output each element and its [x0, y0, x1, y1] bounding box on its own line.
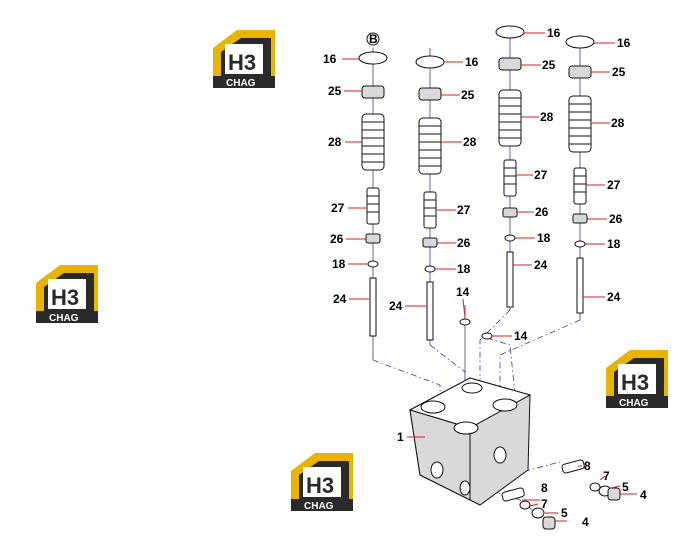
spring-27 [573, 167, 587, 205]
check-valve-8 [501, 487, 525, 502]
spring-27 [366, 187, 380, 225]
marker-circle [366, 32, 380, 46]
callout-label: 28 [611, 116, 625, 130]
logo-name: CHAG [304, 501, 334, 512]
spring-seat-25 [568, 65, 592, 79]
callout-label: 5 [561, 506, 568, 520]
spring-28 [568, 95, 592, 153]
callout-label: 26 [535, 205, 549, 219]
washer-26 [365, 233, 381, 244]
callout-label: 5 [622, 480, 629, 494]
callout-label: 25 [328, 84, 342, 98]
callout-label: 1 [397, 430, 404, 444]
callout-label: 14 [456, 285, 470, 299]
callout-label: 27 [331, 201, 345, 215]
spring-seat-25 [418, 87, 442, 101]
washer-26 [502, 207, 518, 218]
callout-label: 27 [534, 168, 548, 182]
brand-logo: H3 CHAG [213, 30, 275, 89]
spring-seat-25 [361, 85, 385, 99]
o-ring-16 [495, 25, 525, 39]
plug-4 [607, 487, 621, 501]
callout-label: 7 [541, 497, 548, 511]
o-ring-18 [424, 265, 436, 273]
leader-lines [342, 32, 637, 522]
spool-24 [506, 251, 514, 308]
spring-27 [503, 159, 517, 197]
callout-label: 14 [514, 329, 528, 343]
spool-stack-2 [415, 55, 445, 341]
callout-label: 16 [465, 55, 479, 69]
washer-5 [531, 507, 545, 519]
callout-label: 16 [617, 36, 631, 50]
spool-24 [369, 277, 377, 337]
o-ring-14 [459, 318, 471, 326]
spool-stack-4 [565, 35, 595, 314]
o-ring-7 [519, 500, 531, 510]
callout-label: 26 [457, 236, 471, 250]
callout-label: 4 [640, 488, 647, 502]
logo-name: CHAG [226, 78, 256, 89]
spring-27 [423, 191, 437, 229]
callout-label: 8 [584, 459, 591, 473]
callout-labels: 16 25 28 27 26 18 24 16 25 28 27 26 18 2… [323, 26, 647, 529]
callout-label: 27 [457, 203, 471, 217]
logo-name: CHAG [49, 313, 79, 324]
o-ring-18 [367, 260, 379, 268]
b-marker: B [369, 32, 378, 46]
spool-stack-1: B [358, 32, 388, 337]
callout-label: 27 [607, 178, 621, 192]
callout-label: 18 [457, 262, 471, 276]
washer-26 [422, 237, 438, 248]
o-ring-16 [415, 55, 445, 69]
plug-4 [542, 516, 556, 530]
logo-name: CHAG [619, 398, 649, 409]
callout-label: 8 [541, 481, 548, 495]
callout-label: 25 [461, 88, 475, 102]
spring-28 [498, 89, 522, 147]
o-ring-16 [358, 51, 388, 65]
spring-28 [361, 113, 385, 171]
callout-label: 7 [603, 469, 610, 483]
washer-26 [572, 213, 588, 224]
o-ring-18 [574, 240, 586, 248]
callout-label: 18 [607, 237, 621, 251]
logo-letters: H3 [621, 370, 649, 395]
valve-body-1 [408, 377, 532, 506]
callout-label: 16 [547, 26, 561, 40]
spool-stack-3 [495, 25, 525, 308]
spring-seat-25 [498, 57, 522, 71]
check-valve-8 [561, 459, 585, 474]
callout-label: 28 [540, 110, 554, 124]
brand-logo: H3 CHAG [36, 265, 98, 324]
o-ring-14 [481, 332, 493, 340]
callout-label: 18 [537, 231, 551, 245]
callout-label: 25 [542, 58, 556, 72]
callout-label: 28 [463, 135, 477, 149]
callout-label: 24 [389, 299, 403, 313]
callout-label: 18 [332, 257, 346, 271]
brand-logo: H3 CHAG [606, 350, 668, 409]
brand-logo: H3 CHAG [291, 453, 353, 512]
o-ring-16 [565, 35, 595, 49]
callout-label: 28 [328, 135, 342, 149]
spring-28 [418, 117, 442, 175]
o-ring-7 [589, 482, 601, 492]
spool-24 [576, 257, 584, 314]
logo-letters: H3 [228, 50, 256, 75]
spool-24 [426, 281, 434, 341]
logo-letters: H3 [306, 473, 334, 498]
callout-label: 26 [330, 232, 344, 246]
callout-label: 16 [323, 52, 337, 66]
callout-label: 24 [607, 290, 621, 304]
callout-label: 24 [333, 292, 347, 306]
callout-label: 24 [534, 258, 548, 272]
o-ring-18 [504, 234, 516, 242]
logo-letters: H3 [51, 285, 79, 310]
callout-label: 26 [609, 212, 623, 226]
callout-label: 4 [582, 515, 589, 529]
callout-label: 25 [612, 65, 626, 79]
plug-assembly-lower [501, 487, 556, 530]
